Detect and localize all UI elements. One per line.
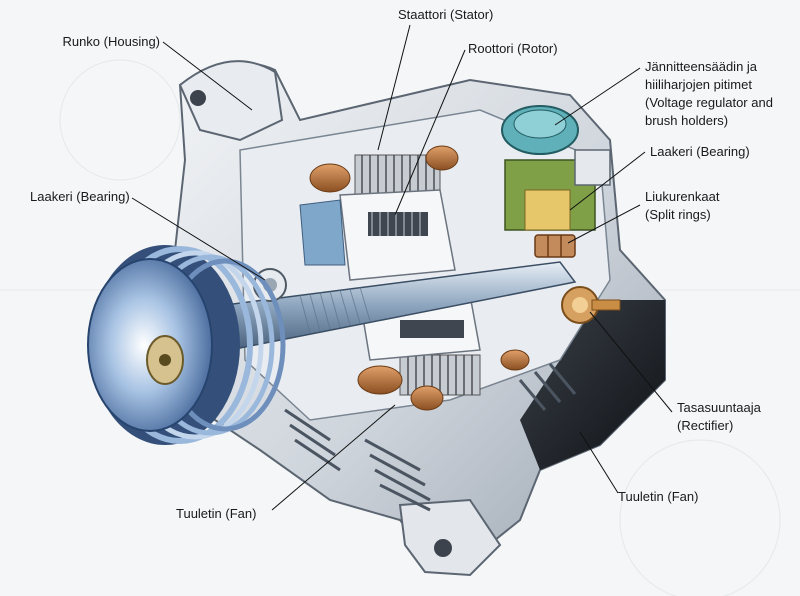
rectifier [561,286,621,324]
leader-fan-right [579,431,619,494]
leader-regulator [554,67,641,126]
leader-stator [377,24,411,151]
voltage-regulator [501,105,611,231]
label-rectifier: Tasasuuntaaja (Rectifier) [677,400,761,433]
slip-rings [534,234,576,258]
leader-rotor [394,49,466,216]
leader-bearing-right [569,151,646,211]
leader-rectifier [589,311,673,413]
label-rotor: Roottori (Rotor) [468,41,558,56]
label-regulator: Jännitteensäädin ja hiiliharjojen pitime… [645,59,773,128]
leader-bearing-left [131,197,266,281]
label-bearing-right: Laakeri (Bearing) [650,144,750,159]
rotor-shaft [223,261,577,349]
label-housing: Runko (Housing) [62,34,160,49]
leader-split-rings [567,204,641,244]
label-bearing-left: Laakeri (Bearing) [30,189,130,204]
leader-housing [162,41,253,111]
label-split-rings: Liukurenkaat (Split rings) [645,189,720,222]
stator-core [354,154,481,396]
leader-fan-left [271,404,396,511]
pulley [87,245,286,445]
label-fan-right: Tuuletin (Fan) [618,489,699,504]
label-stator: Staattori (Stator) [398,7,494,22]
leader-lines [131,24,673,511]
label-fan-left: Tuuletin (Fan) [176,506,257,521]
stator-windings [309,145,530,411]
